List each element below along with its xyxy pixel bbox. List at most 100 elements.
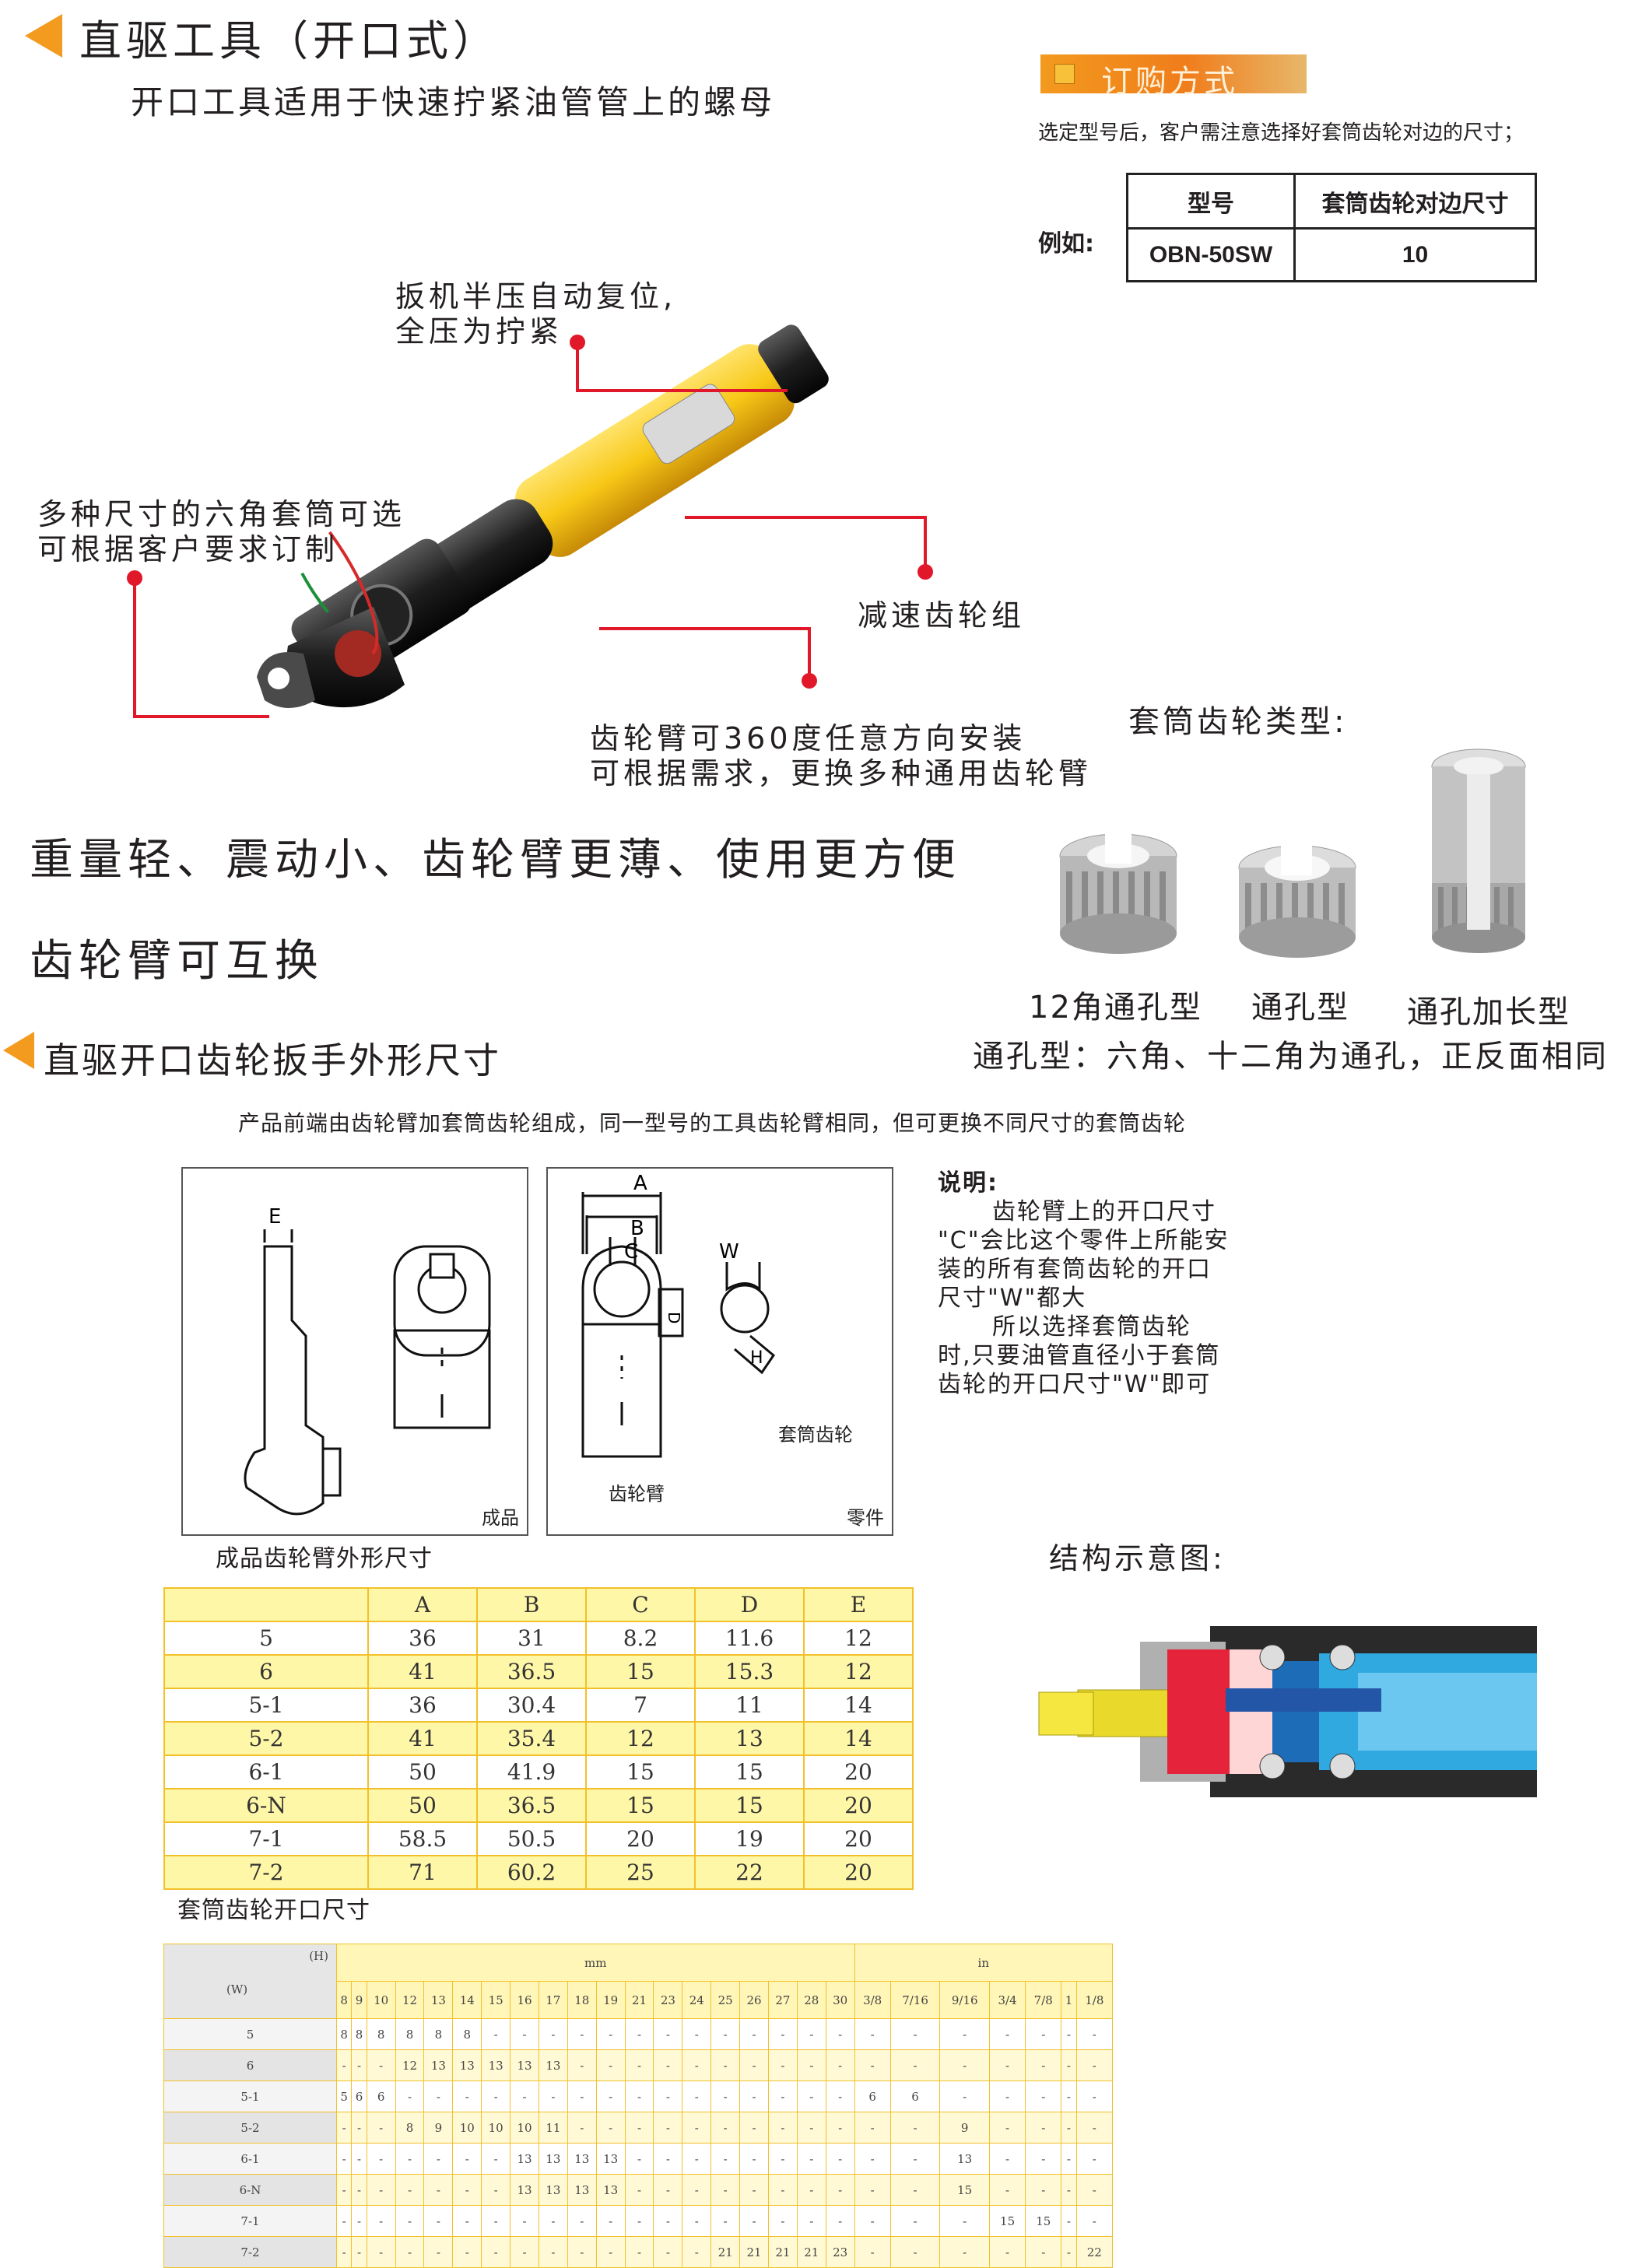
table-cell: 6-N <box>163 1788 369 1823</box>
table-cell: - <box>767 2018 798 2050</box>
table-cell: 60.2 <box>476 1855 587 1890</box>
table-cell: 13 <box>538 2174 568 2206</box>
table-cell: 8 <box>395 2018 425 2050</box>
row-header: 6 <box>163 2049 337 2081</box>
column-header: 12 <box>395 1981 425 2019</box>
explanation-line: 尺寸"W"都大 <box>938 1285 1087 1312</box>
table-cell: 71 <box>367 1855 478 1890</box>
table-cell: 10 <box>481 2112 511 2144</box>
table-cell: - <box>854 2018 891 2050</box>
table-cell: - <box>335 2236 353 2268</box>
page-title: 直驱工具（开口式） <box>79 16 500 65</box>
table-cell: - <box>796 2018 826 2050</box>
table-cell: - <box>653 2018 683 2050</box>
table-cell: - <box>1075 2143 1114 2175</box>
table-cell: - <box>1061 2143 1077 2175</box>
table-cell: - <box>366 2174 396 2206</box>
table-cell: - <box>538 2236 568 2268</box>
table-cell: - <box>510 2205 539 2237</box>
socket-gear-12pt <box>1059 833 1177 954</box>
table-cell: - <box>889 2236 941 2268</box>
table-cell: 15.3 <box>694 1654 805 1689</box>
row-header: 7-1 <box>163 2205 337 2237</box>
callout-socket-line2: 可根据客户要求订制 <box>37 532 339 566</box>
table-cell: - <box>366 2143 396 2175</box>
corner-h-label: (H) <box>309 1949 328 1963</box>
table-cell: - <box>682 2174 712 2206</box>
table-cell: 13 <box>423 2049 454 2081</box>
table-cell: - <box>854 2112 891 2144</box>
dim-letter-w: W <box>719 1240 739 1264</box>
table-cell: - <box>682 2205 712 2237</box>
table-cell: 12 <box>585 1721 696 1756</box>
callout-trigger-line1: 扳机半压自动复位, <box>395 279 677 314</box>
table-cell: - <box>395 2236 425 2268</box>
table-cell: - <box>825 2018 855 2050</box>
table-cell: 15 <box>585 1788 696 1823</box>
table-cell: 20 <box>803 1754 914 1790</box>
table-cell: - <box>739 2174 769 2206</box>
opening-table-caption: 套筒齿轮开口尺寸 <box>177 1897 370 1924</box>
table-cell: 15 <box>939 2174 991 2206</box>
table-cell: - <box>538 2205 568 2237</box>
table-cell: - <box>796 2080 826 2112</box>
table-cell: - <box>796 2049 826 2081</box>
table-cell: - <box>682 2112 712 2144</box>
table-cell: D <box>694 1587 805 1622</box>
dim-letter-c: C <box>624 1240 638 1264</box>
table-cell: 7-1 <box>163 1821 369 1856</box>
table-cell: - <box>567 2236 597 2268</box>
table-cell: - <box>710 2112 741 2144</box>
table-cell: - <box>825 2080 855 2112</box>
table-cell: 36.5 <box>476 1654 587 1689</box>
table-cell: - <box>595 2049 626 2081</box>
table-cell: - <box>423 2143 454 2175</box>
table-cell: 15 <box>585 1654 696 1689</box>
table-cell: - <box>1025 2112 1062 2144</box>
column-header: 3/4 <box>989 1981 1026 2019</box>
table-cell: - <box>889 2205 941 2237</box>
table-cell: 30.4 <box>476 1688 587 1723</box>
column-header: 7/16 <box>889 1981 941 2019</box>
table-cell: - <box>624 2143 654 2175</box>
table-cell: - <box>1025 2049 1062 2081</box>
table-cell: 41 <box>367 1654 478 1689</box>
callout-dot <box>917 564 933 580</box>
table-cell: - <box>653 2080 683 2112</box>
table-cell: 13 <box>481 2049 511 2081</box>
table-cell: - <box>351 2236 367 2268</box>
explanation-line: 装的所有套筒齿轮的开口 <box>938 1256 1212 1283</box>
table-cell: - <box>1061 2205 1077 2237</box>
row-header: 5 <box>163 2018 337 2050</box>
table-cell: - <box>767 2174 798 2206</box>
table-cell: 15 <box>1025 2205 1062 2237</box>
table-cell: - <box>335 2112 353 2144</box>
column-header: 25 <box>710 1981 741 2019</box>
table-cell: - <box>538 2018 568 2050</box>
column-header: 26 <box>739 1981 769 2019</box>
table-cell: - <box>739 2112 769 2144</box>
socket-gear-long <box>1431 748 1526 953</box>
table-cell: - <box>889 2174 941 2206</box>
table-cell: 21 <box>710 2236 741 2268</box>
table-cell: - <box>1025 2018 1062 2050</box>
drawing-caption-finished: 成品 <box>482 1507 519 1529</box>
table-cell: - <box>854 2236 891 2268</box>
table-cell: 8 <box>423 2018 454 2050</box>
table-cell: 50 <box>367 1754 478 1790</box>
explanation-line: 所以选择套筒齿轮 <box>992 1313 1191 1341</box>
table-cell: 12 <box>395 2049 425 2081</box>
table-cell: - <box>1075 2080 1114 2112</box>
row-header: 6-N <box>163 2174 337 2206</box>
table-cell: 20 <box>803 1788 914 1823</box>
table-cell: - <box>889 2018 941 2050</box>
table-cell: - <box>452 2080 482 2112</box>
table-cell: - <box>366 2049 396 2081</box>
